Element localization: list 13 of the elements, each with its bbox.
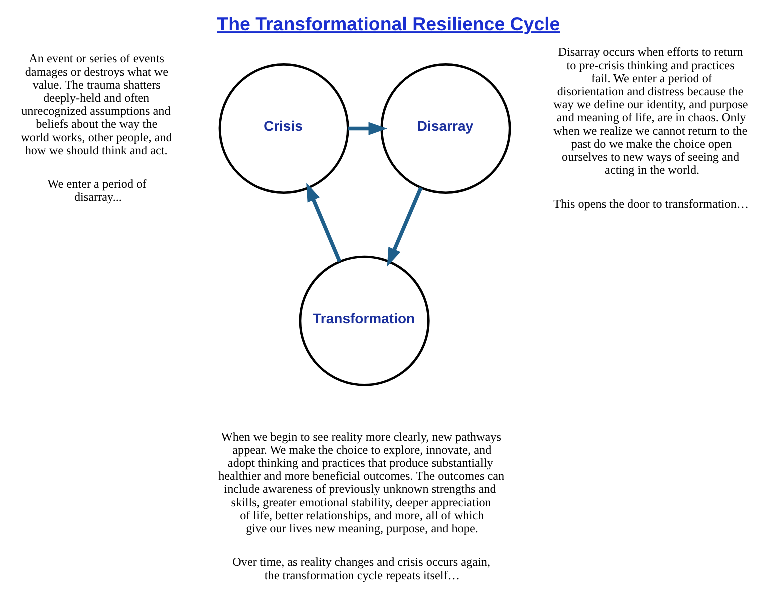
node-circle: Disarray bbox=[380, 64, 512, 194]
arrow bbox=[387, 187, 423, 267]
label: An event or series of events damages or destroys what we value. The trauma shatters deeply-held and often unrecognized assumptions and beliefs about the way the world works, other people, and how we should think and act. bbox=[21, 52, 172, 158]
arrow bbox=[306, 182, 342, 263]
arrow bbox=[348, 122, 388, 136]
label: When we begin to see reality more clearly, new pathways appear. We make the choice to explore, innovate, and adopt thinking and practices that produce substantially healthier and more beneficial outcomes. The outcomes can include awareness of previously unknown strengths and skills, greater emotional stability, deeper appreciation of life, better relationships, and more, all of which give our lives new meaning, purpose, and hope. bbox=[218, 430, 505, 536]
diagram-title: The Transformational Resilience Cycle bbox=[217, 14, 560, 35]
node-circle: Transformation bbox=[299, 256, 430, 386]
node-circle: Crisis bbox=[218, 64, 350, 194]
label: This opens the door to transformation… bbox=[554, 196, 750, 211]
label: We enter a period of disarray... bbox=[48, 177, 147, 204]
label: Over time, as reality changes and crisis occurs again, the transformation cycle repeats itself… bbox=[232, 555, 491, 582]
label: Disarray occurs when efforts to return to pre-crisis thinking and practices fail. We enter a period of disorientation and distress because the way we define our identity, and purpose and meaning of life, are in chaos. Only when we realize we cannot return to the past do we make the choice open ourselves to new ways of seeing and acting in the world. bbox=[554, 45, 748, 178]
